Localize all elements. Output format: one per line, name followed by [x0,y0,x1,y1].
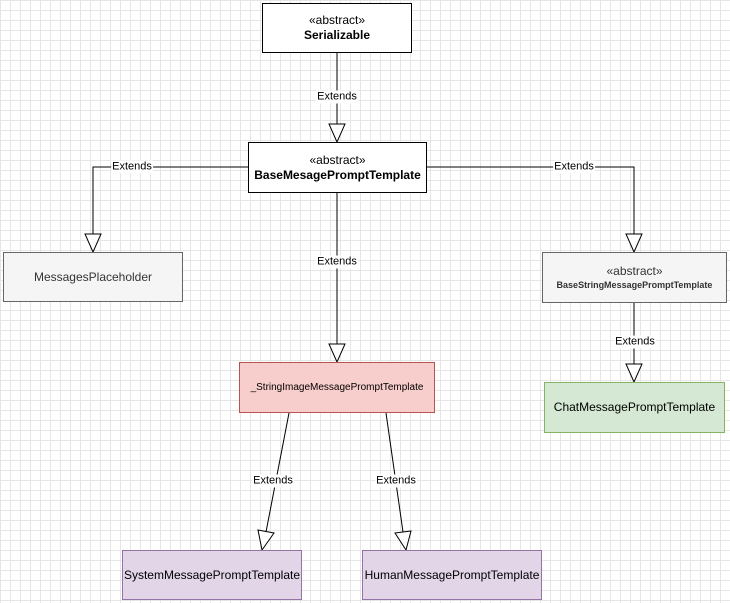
edge-label-string-image-to-base-message: Extends [316,255,358,269]
node-base-mesage-prompt-template[interactable]: «abstract» BaseMesagePromptTemplate [248,142,427,193]
edge-arrowhead-human-to-string-image [394,530,412,552]
edge-line-system-to-string-image [265,412,290,533]
node-messages-placeholder[interactable]: MessagesPlaceholder [3,252,183,302]
node-chat-message-prompt-template-name: ChatMessagePromptTemplate [553,400,716,414]
node-base-string-message-prompt-template-name: BaseStringMessagePromptTemplate [556,279,713,290]
edge-label-base-string-to-base-message: Extends [553,160,595,174]
node-human-message-prompt-template[interactable]: HumanMessagePromptTemplate [362,550,542,600]
edge-arrowhead-base-message-to-serializable [328,123,346,144]
node-messages-placeholder-name: MessagesPlaceholder [33,269,153,284]
node-base-string-message-prompt-template-stereotype: «abstract» [606,263,663,278]
node-serializable-name: Serializable [303,28,371,42]
edge-arrowhead-chat-to-base-string [625,363,643,384]
node-chat-message-prompt-template[interactable]: ChatMessagePromptTemplate [544,382,725,433]
node-system-message-prompt-template[interactable]: SystemMessagePromptTemplate [122,550,302,600]
node-serializable-stereotype: «abstract» [308,13,366,27]
node-base-mesage-prompt-template-stereotype: «abstract» [309,152,366,167]
edge-label-messages-placeholder-to-base-message: Extends [111,160,153,174]
edge-arrowhead-string-image-to-base-message [328,343,346,364]
edge-arrowhead-system-to-string-image [257,529,275,552]
edge-label-base-message-to-serializable: Extends [316,90,358,104]
node-serializable[interactable]: «abstract» Serializable [262,3,412,53]
edge-label-chat-to-base-string: Extends [614,335,656,349]
node-human-message-prompt-template-name: HumanMessagePromptTemplate [364,567,540,582]
node-base-string-message-prompt-template[interactable]: «abstract» BaseStringMessagePromptTempla… [542,252,727,303]
node-system-message-prompt-template-name: SystemMessagePromptTemplate [123,567,301,582]
edge-line-human-to-string-image [385,412,404,533]
edge-arrowhead-base-string-to-base-message [625,233,643,254]
edge-label-system-to-string-image: Extends [252,474,294,488]
edge-line-base-string-to-base-message [427,166,635,234]
edge-line-messages-placeholder-to-base-message [92,166,248,234]
node-string-image-message-prompt-template[interactable]: _StringImageMessagePromptTemplate [239,362,435,413]
node-string-image-message-prompt-template-name: _StringImageMessagePromptTemplate [250,382,424,393]
node-base-mesage-prompt-template-name: BaseMesagePromptTemplate [254,167,421,182]
edge-label-human-to-string-image: Extends [375,474,417,488]
edge-arrowhead-messages-placeholder-to-base-message [84,233,102,254]
